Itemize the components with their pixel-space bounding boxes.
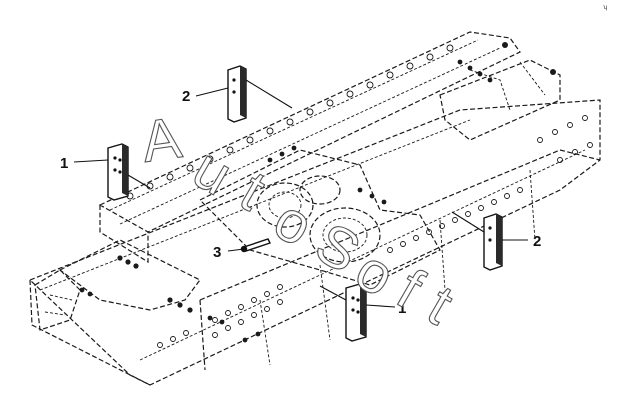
corner-mark: ʮ: [603, 5, 607, 11]
chassis-frame: [28, 31, 601, 386]
part-1-bracket-lower: [345, 283, 367, 342]
watermark-letter: A: [138, 105, 186, 175]
callout-1-lower: 1: [398, 300, 406, 317]
bolt-heads: [79, 42, 556, 343]
callout-3: 3: [213, 244, 221, 261]
part-2-plate-right: [483, 213, 503, 271]
lower-rail-holes: [157, 115, 593, 348]
upper-rail-holes: [126, 44, 454, 200]
part-1-bracket-left: [107, 143, 129, 201]
upper-rail-outline: [98, 31, 521, 233]
cross-member-rear: [439, 59, 561, 141]
watermark-letter: t: [417, 273, 463, 337]
cross-member-front: [58, 239, 201, 311]
watermark-letter: t: [230, 159, 276, 223]
callout-2-right: 2: [533, 233, 541, 250]
leader-lines: [73, 79, 528, 308]
callout-2-upper: 2: [182, 88, 190, 105]
cross-member-mid: [198, 149, 441, 286]
watermark: A u t o S o f t: [137, 105, 464, 338]
callout-1-left: 1: [60, 155, 68, 172]
part-2-plate-upper: [227, 65, 247, 123]
